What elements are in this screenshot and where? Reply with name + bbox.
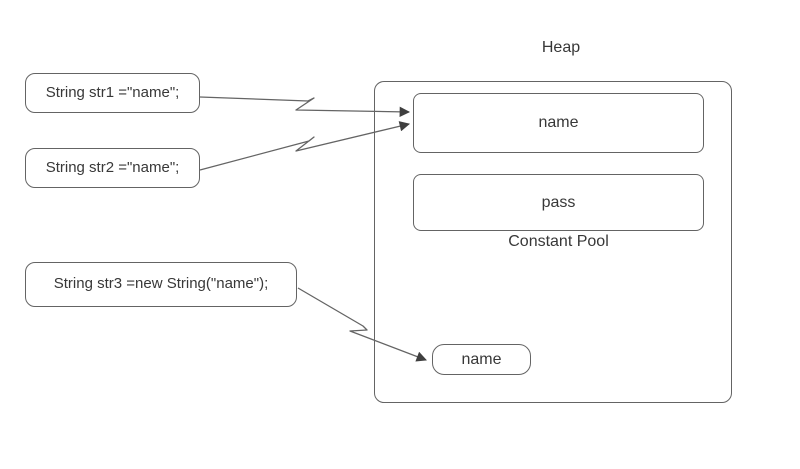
str3-declaration-box[interactable]: String str3 =new String("name"); [25,262,297,307]
constant-pool-pass-box[interactable]: pass [413,174,704,231]
heap-title: Heap [541,39,581,56]
heap-container[interactable] [374,81,732,403]
str2-declaration-label: String str2 ="name"; [45,158,180,176]
heap-string-object-box[interactable]: name [432,344,531,375]
str1-declaration-box[interactable]: String str1 ="name"; [25,73,200,113]
str1-declaration-label: String str1 ="name"; [45,83,180,101]
constant-pool-pass-label: pass [541,193,576,211]
heap-string-object-label: name [461,350,502,368]
arrow-str1-to-pool-name[interactable] [199,96,411,118]
constant-pool-name-box[interactable]: name [413,93,704,153]
arrow-str2-to-pool-name[interactable] [199,121,411,171]
str3-declaration-label: String str3 =new String("name"); [53,275,269,293]
constant-pool-title: Constant Pool [508,233,609,250]
connectors [199,96,427,362]
str2-declaration-box[interactable]: String str2 ="name"; [25,148,200,188]
constant-pool-name-label: name [538,114,579,131]
arrow-str3-to-heap-object[interactable] [297,287,427,362]
